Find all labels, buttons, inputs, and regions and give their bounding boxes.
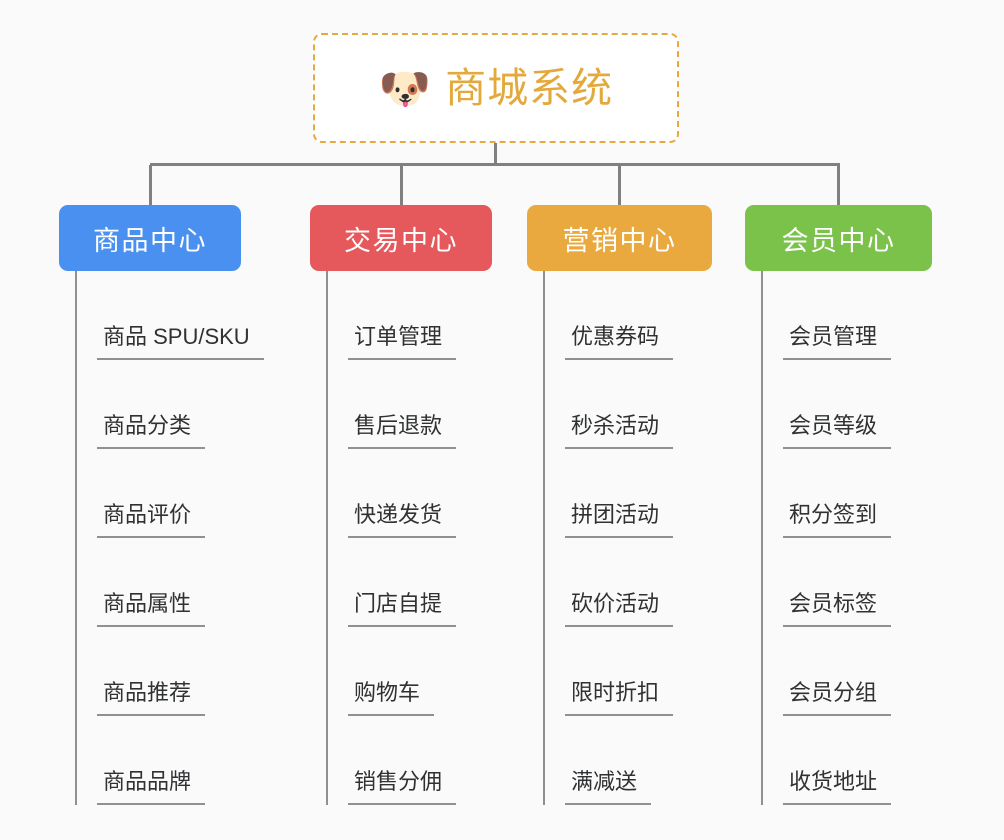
leaf-list-1: 订单管理售后退款快递发货门店自提购物车销售分佣	[310, 271, 492, 805]
leaf-item[interactable]: 秒杀活动	[543, 360, 712, 449]
horizontal-bus-connector	[150, 163, 840, 166]
leaf-item[interactable]: 会员等级	[761, 360, 932, 449]
leaf-label: 商品 SPU/SKU	[97, 326, 264, 360]
leaf-item[interactable]: 商品 SPU/SKU	[75, 271, 264, 360]
root-title: 商城系统	[445, 64, 614, 111]
leaf-label: 砍价活动	[565, 593, 674, 627]
leaf-label: 商品推荐	[97, 682, 206, 716]
leaf-label: 会员标签	[783, 593, 892, 627]
leaf-item[interactable]: 满减送	[543, 716, 712, 805]
category-drop-connector-3	[837, 165, 840, 207]
leaf-item[interactable]: 商品评价	[75, 449, 241, 538]
category-column-1: 交易中心订单管理售后退款快递发货门店自提购物车销售分佣	[310, 205, 492, 805]
leaf-label: 会员等级	[783, 415, 892, 449]
category-drop-connector-1	[399, 165, 403, 207]
leaf-label: 商品品牌	[97, 771, 206, 805]
leaf-label: 商品评价	[97, 504, 206, 538]
leaf-label: 订单管理	[348, 326, 457, 360]
root-node-mall-system[interactable]: 🐶 商城系统	[313, 33, 679, 143]
leaf-item[interactable]: 砍价活动	[543, 538, 712, 627]
category-label: 交易中心	[344, 225, 458, 256]
leaf-label: 商品分类	[97, 415, 206, 449]
category-label: 营销中心	[562, 225, 677, 256]
leaf-item[interactable]: 门店自提	[326, 538, 492, 627]
leaf-item[interactable]: 限时折扣	[543, 627, 712, 716]
category-label: 会员中心	[781, 225, 896, 256]
leaf-item[interactable]: 销售分佣	[326, 716, 492, 805]
leaf-label: 会员管理	[783, 326, 892, 360]
leaf-item[interactable]: 会员管理	[761, 271, 932, 360]
leaf-label: 售后退款	[348, 415, 457, 449]
leaf-item[interactable]: 拼团活动	[543, 449, 712, 538]
category-label: 商品中心	[93, 225, 207, 256]
leaf-item[interactable]: 商品属性	[75, 538, 241, 627]
leaf-item[interactable]: 商品分类	[75, 360, 241, 449]
category-column-3: 会员中心会员管理会员等级积分签到会员标签会员分组收货地址	[745, 205, 932, 805]
category-column-0: 商品中心商品 SPU/SKU 商品分类商品评价商品属性商品推荐商品品牌	[59, 205, 264, 805]
column-spine-0	[75, 271, 77, 805]
category-header-1[interactable]: 交易中心	[310, 205, 492, 271]
leaf-label: 门店自提	[348, 593, 457, 627]
category-header-3[interactable]: 会员中心	[745, 205, 932, 271]
leaf-label: 快递发货	[348, 504, 457, 538]
leaf-item[interactable]: 快递发货	[326, 449, 492, 538]
leaf-item[interactable]: 商品推荐	[75, 627, 241, 716]
shiba-dog-face-icon: 🐶	[378, 65, 432, 112]
leaf-label: 销售分佣	[348, 771, 457, 805]
category-header-2[interactable]: 营销中心	[527, 205, 712, 271]
column-spine-3	[761, 271, 763, 805]
root-stem-connector	[494, 143, 497, 165]
leaf-item[interactable]: 售后退款	[326, 360, 492, 449]
category-header-0[interactable]: 商品中心	[59, 205, 241, 271]
leaf-label: 秒杀活动	[565, 415, 674, 449]
leaf-label: 会员分组	[783, 682, 892, 716]
leaf-item[interactable]: 会员标签	[761, 538, 932, 627]
column-spine-1	[326, 271, 328, 805]
leaf-item[interactable]: 收货地址	[761, 716, 932, 805]
leaf-label: 拼团活动	[565, 504, 674, 538]
leaf-item[interactable]: 积分签到	[761, 449, 932, 538]
leaf-item[interactable]: 会员分组	[761, 627, 932, 716]
leaf-item[interactable]: 订单管理	[326, 271, 492, 360]
column-spine-2	[543, 271, 545, 805]
category-drop-connector-2	[618, 165, 621, 207]
leaf-list-3: 会员管理会员等级积分签到会员标签会员分组收货地址	[745, 271, 932, 805]
leaf-item[interactable]: 商品品牌	[75, 716, 241, 805]
leaf-label: 收货地址	[783, 771, 892, 805]
leaf-label: 购物车	[348, 682, 435, 716]
category-column-2: 营销中心优惠券码秒杀活动拼团活动砍价活动限时折扣满减送	[527, 205, 712, 805]
leaf-label: 优惠券码	[565, 326, 674, 360]
leaf-item[interactable]: 优惠券码	[543, 271, 712, 360]
leaf-label: 满减送	[565, 771, 652, 805]
leaf-label: 商品属性	[97, 593, 206, 627]
leaf-item[interactable]: 购物车	[326, 627, 492, 716]
leaf-list-2: 优惠券码秒杀活动拼团活动砍价活动限时折扣满减送	[527, 271, 712, 805]
leaf-label: 限时折扣	[565, 682, 674, 716]
category-drop-connector-0	[148, 165, 152, 207]
leaf-list-0: 商品 SPU/SKU 商品分类商品评价商品属性商品推荐商品品牌	[59, 271, 264, 805]
leaf-label: 积分签到	[783, 504, 892, 538]
